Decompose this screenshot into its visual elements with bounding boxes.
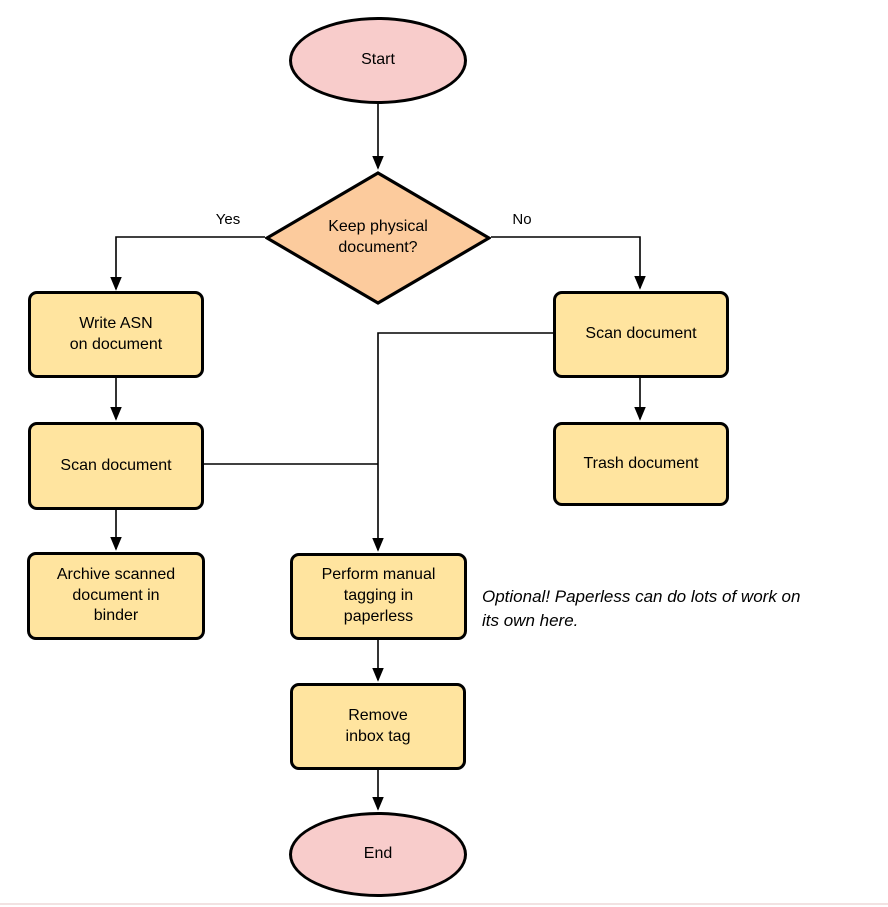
node-decision-keep-physical: Keep physical document? [265,171,491,305]
node-archive-in-binder: Archive scanned document in binder [27,552,205,640]
node-tagging-label: Perform manual tagging in paperless [321,566,436,625]
edge-label-yes: Yes [215,211,241,228]
diamond-shape [265,171,491,305]
node-write-asn-label: Write ASN on document [69,314,163,353]
edge-decision-yes [116,236,265,289]
node-start: Start [289,17,467,104]
node-scan-document-left: Scan document [28,422,204,510]
bottom-rule [0,903,888,905]
annotation-note: Optional! Paperless can do lots of work … [482,587,801,631]
node-remove-label: Remove inbox tag [345,706,411,745]
node-scan-document-right: Scan document [553,291,729,378]
node-write-asn: Write ASN on document [28,291,204,378]
node-start-label: Start [361,51,395,69]
node-trash-document: Trash document [553,422,729,506]
node-scan-left-label: Scan document [60,456,172,474]
edge-label-no: No [512,211,532,228]
node-perform-manual-tagging: Perform manual tagging in paperless [290,553,467,640]
node-end-label: End [363,845,393,863]
edge-decision-no [491,236,640,288]
node-remove-inbox-tag: Remove inbox tag [290,683,466,770]
node-scan-right-label: Scan document [585,325,697,343]
node-trash-label: Trash document [583,454,699,472]
node-end: End [289,812,467,897]
edge-scanright-to-tagging [378,332,553,550]
node-archive-label: Archive scanned document in binder [56,565,176,625]
node-decision-label: Keep physical document? [328,218,428,256]
